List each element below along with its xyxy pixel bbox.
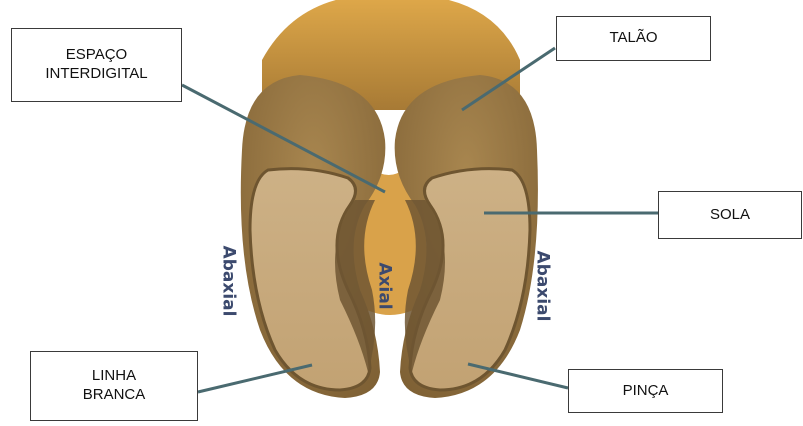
label-linha-line2: BRANCA (83, 386, 146, 405)
label-espaco-line1: ESPAÇO (66, 46, 127, 65)
abaxial-right-label: Abaxial (532, 251, 552, 322)
label-sola-text: SOLA (710, 206, 750, 225)
label-linha-branca: LINHA BRANCA (30, 351, 198, 421)
label-espaco-line2: INTERDIGITAL (45, 65, 147, 84)
label-talao-text: TALÃO (609, 29, 657, 48)
label-talao: TALÃO (556, 16, 711, 61)
axial-label: Axial (375, 262, 395, 309)
label-pinca-text: PINÇA (623, 382, 669, 401)
label-sola: SOLA (658, 191, 802, 239)
abaxial-left-label: Abaxial (218, 246, 238, 317)
label-pinca: PINÇA (568, 369, 723, 413)
label-espaco-interdigital: ESPAÇO INTERDIGITAL (11, 28, 182, 102)
label-linha-line1: LINHA (92, 367, 136, 386)
